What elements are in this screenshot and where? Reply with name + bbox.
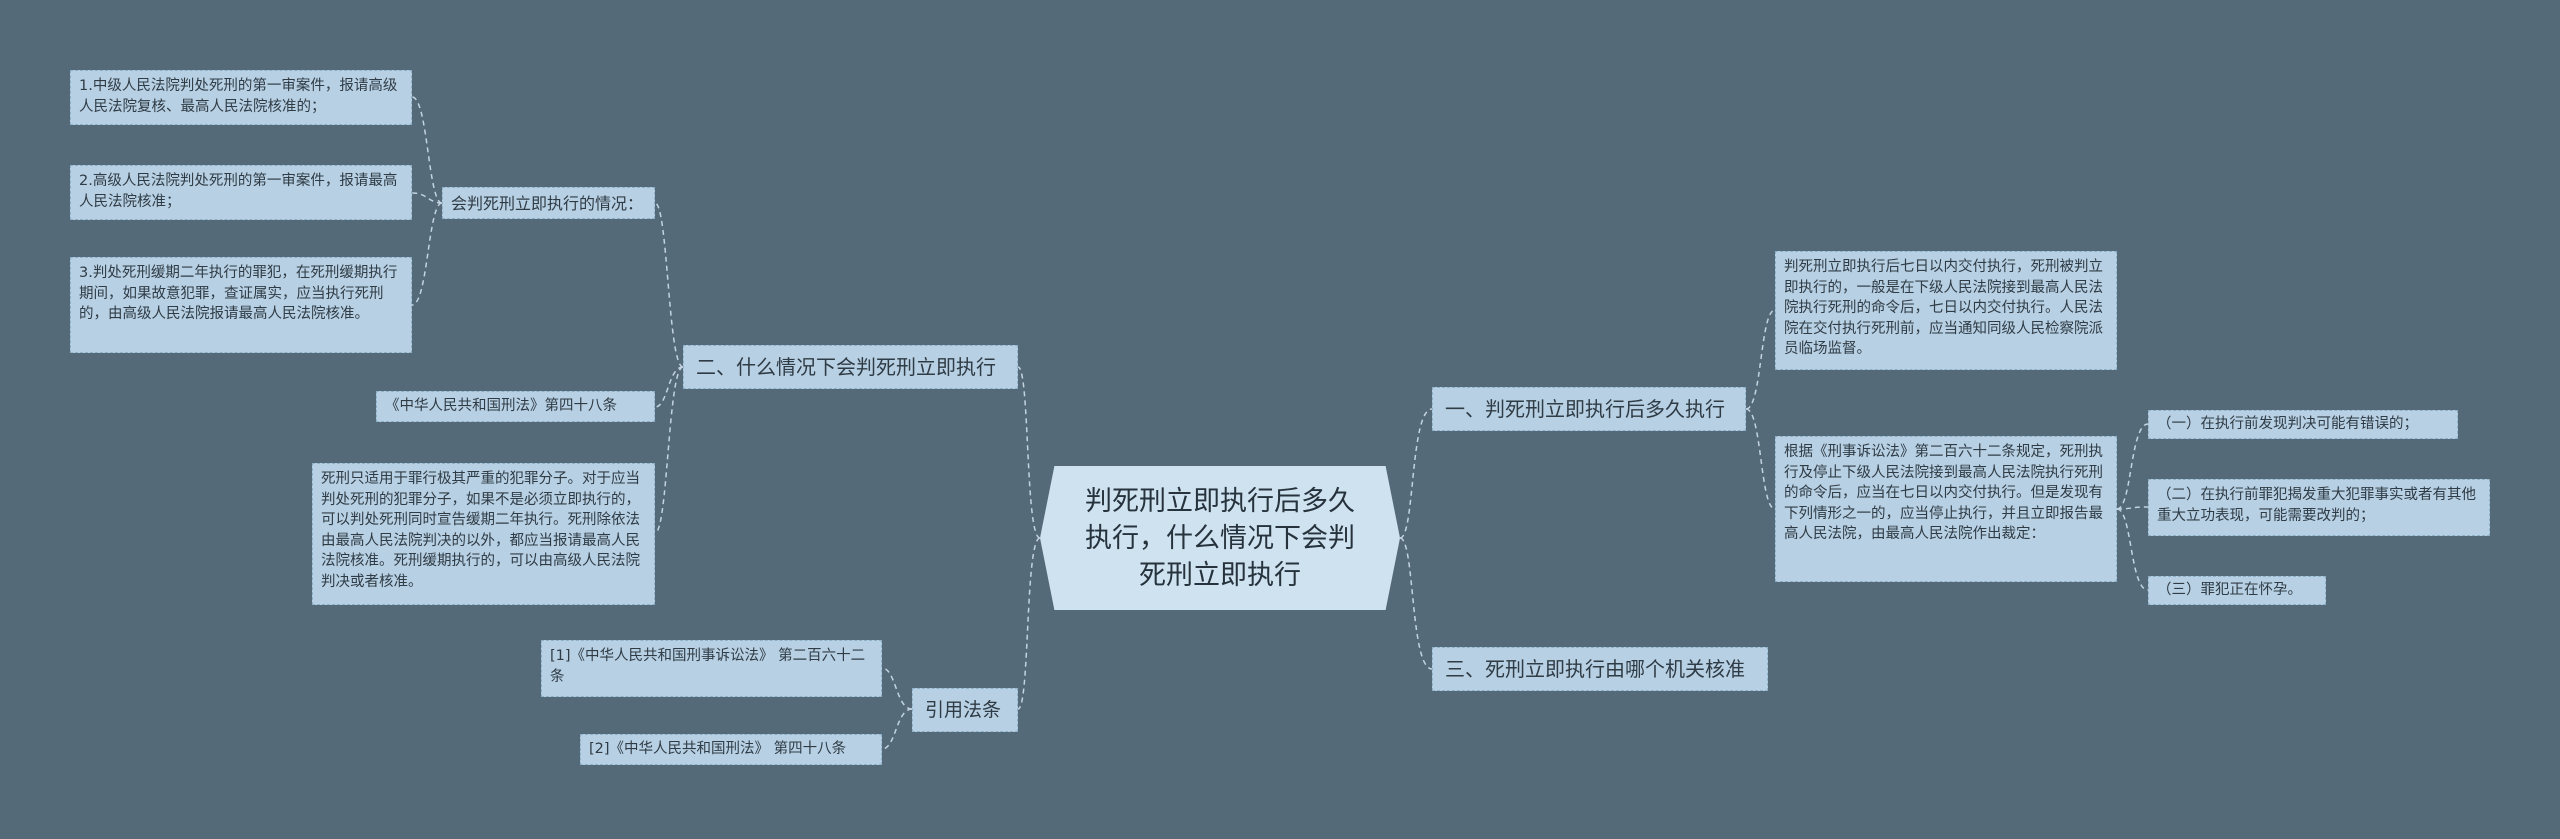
reference-2-text: [2]《中华人民共和国刑法》 第四十八条 bbox=[589, 741, 847, 757]
stop-execution-case-2[interactable]: （二）在执行前罪犯揭发重大犯罪事实或者有其他重大立功表现，可能需要改判的； bbox=[2148, 479, 2490, 536]
branch-3-approval-authority[interactable]: 三、死刑立即执行由哪个机关核准 bbox=[1432, 647, 1768, 691]
situations-heading[interactable]: 会判死刑立即执行的情况： bbox=[442, 187, 655, 219]
detail-article-262-text: 根据《刑事诉讼法》第二百六十二条规定，死刑执行及停止下级人民法院接到最高人民法院… bbox=[1784, 444, 2103, 542]
branch-2-label: 二、什么情况下会判死刑立即执行 bbox=[696, 355, 996, 379]
references-label: 引用法条 bbox=[925, 699, 1002, 721]
link-situation-3 bbox=[411, 202, 443, 306]
situation-3[interactable]: 3.判处死刑缓期二年执行的罪犯，在死刑缓期执行期间，如果故意犯罪，查证属实，应当… bbox=[70, 257, 412, 353]
case-1-text: （一）在执行前发现判决可能有错误的； bbox=[2157, 416, 2418, 432]
situation-2-text: 2.高级人民法院判处死刑的第一审案件，报请最高人民法院核准； bbox=[79, 173, 398, 210]
link-situation-1 bbox=[411, 96, 443, 204]
situation-3-text: 3.判处死刑缓期二年执行的罪犯，在死刑缓期执行期间，如果故意犯罪，查证属实，应当… bbox=[79, 265, 398, 322]
link-branch2-lawtext bbox=[654, 366, 684, 534]
reference-1-text: [1]《中华人民共和国刑事诉讼法》 第二百六十二条 bbox=[550, 648, 866, 685]
law-text: 死刑只适用于罪行极其严重的犯罪分子。对于应当判处死刑的犯罪分子，如果不是必须立即… bbox=[321, 471, 640, 590]
branch-1-detail-article-262[interactable]: 根据《刑事诉讼法》第二百六十二条规定，死刑执行及停止下级人民法院接到最高人民法院… bbox=[1775, 436, 2117, 582]
link-case-2 bbox=[2116, 506, 2149, 510]
link-branch1-detail1 bbox=[1745, 309, 1776, 410]
link-branch1-detail2 bbox=[1745, 408, 1776, 510]
references-branch[interactable]: 引用法条 bbox=[912, 688, 1018, 732]
link-situation-2 bbox=[411, 192, 443, 204]
branch-3-label: 三、死刑立即执行由哪个机关核准 bbox=[1445, 657, 1745, 681]
branch-2-when-sentenced[interactable]: 二、什么情况下会判死刑立即执行 bbox=[683, 345, 1018, 389]
detail-seven-days-text: 判死刑立即执行后七日以内交付执行，死刑被判立即执行的，一般是在下级人民法院接到最… bbox=[1784, 259, 2103, 357]
criminal-law-article-48-text-node[interactable]: 死刑只适用于罪行极其严重的犯罪分子。对于应当判处死刑的犯罪分子，如果不是必须立即… bbox=[312, 463, 655, 605]
case-2-text: （二）在执行前罪犯揭发重大犯罪事实或者有其他重大立功表现，可能需要改判的； bbox=[2157, 487, 2476, 524]
link-branch2-situations bbox=[654, 202, 684, 368]
link-center-branch2 bbox=[1017, 366, 1041, 539]
case-3-text: （三）罪犯正在怀孕。 bbox=[2157, 582, 2302, 598]
branch-1-execution-timing[interactable]: 一、判死刑立即执行后多久执行 bbox=[1432, 387, 1746, 431]
reference-1[interactable]: [1]《中华人民共和国刑事诉讼法》 第二百六十二条 bbox=[541, 640, 882, 697]
situation-2[interactable]: 2.高级人民法院判处死刑的第一审案件，报请最高人民法院核准； bbox=[70, 165, 412, 220]
situation-1[interactable]: 1.中级人民法院判处死刑的第一审案件，报请高级人民法院复核、最高人民法院核准的； bbox=[70, 70, 412, 125]
link-center-branch1 bbox=[1399, 408, 1433, 539]
link-branch2-article bbox=[654, 366, 684, 408]
link-case-3 bbox=[2116, 508, 2149, 591]
central-topic[interactable]: 判死刑立即执行后多久执行，什么情况下会判死刑立即执行 bbox=[1040, 466, 1400, 610]
reference-2[interactable]: [2]《中华人民共和国刑法》 第四十八条 bbox=[580, 734, 882, 765]
situations-heading-text: 会判死刑立即执行的情况： bbox=[451, 194, 644, 213]
situation-1-text: 1.中级人民法院判处死刑的第一审案件，报请高级人民法院复核、最高人民法院核准的； bbox=[79, 78, 398, 115]
criminal-law-article-48-text: 《中华人民共和国刑法》第四十八条 bbox=[385, 398, 617, 414]
link-case-1 bbox=[2116, 423, 2149, 510]
link-reference-1 bbox=[881, 667, 913, 710]
criminal-law-article-48[interactable]: 《中华人民共和国刑法》第四十八条 bbox=[376, 391, 655, 422]
link-reference-2 bbox=[881, 708, 913, 750]
link-center-branch3 bbox=[1399, 537, 1433, 670]
stop-execution-case-1[interactable]: （一）在执行前发现判决可能有错误的； bbox=[2148, 410, 2458, 439]
stop-execution-case-3[interactable]: （三）罪犯正在怀孕。 bbox=[2148, 576, 2326, 605]
branch-1-detail-seven-days[interactable]: 判死刑立即执行后七日以内交付执行，死刑被判立即执行的，一般是在下级人民法院接到最… bbox=[1775, 251, 2117, 370]
branch-1-label: 一、判死刑立即执行后多久执行 bbox=[1445, 397, 1725, 421]
central-topic-text: 判死刑立即执行后多久执行，什么情况下会判死刑立即执行 bbox=[1085, 485, 1355, 591]
link-center-references bbox=[1017, 537, 1041, 710]
